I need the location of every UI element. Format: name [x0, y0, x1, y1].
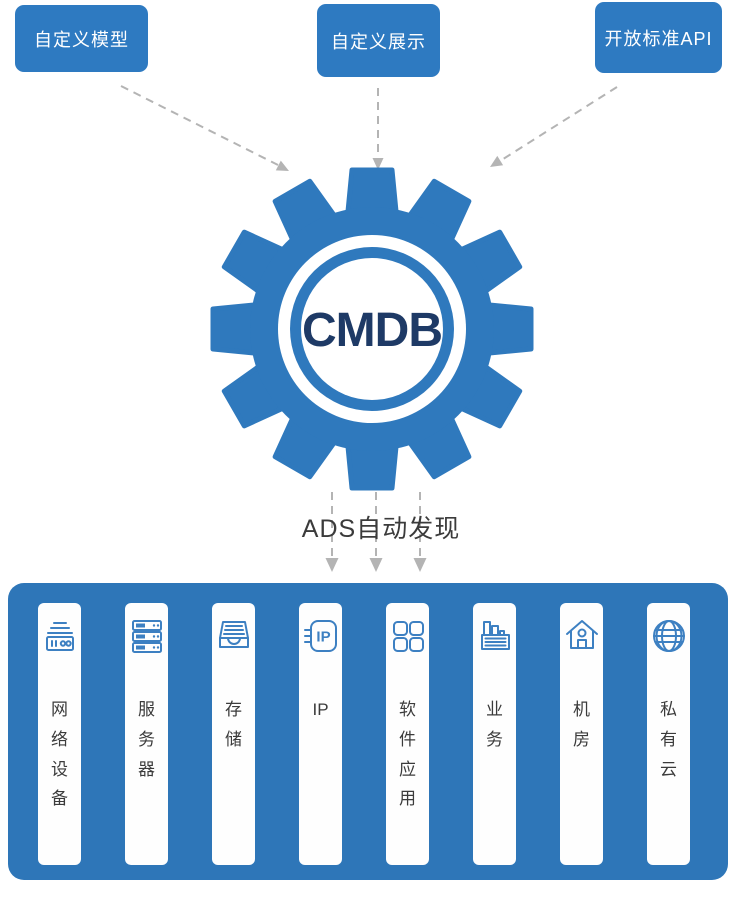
custom-model-box: 自定义模型 — [15, 5, 148, 72]
network-device-icon — [45, 622, 74, 651]
ci-column-network-device: 网络设备 — [38, 603, 81, 865]
custom-display-box: 自定义展示 — [317, 4, 440, 77]
ci-label-machine-room: 机房 — [573, 700, 590, 749]
svg-text:IP: IP — [316, 629, 330, 646]
ci-label-ip: IP — [312, 700, 329, 719]
ci-column-private-cloud: 私有云 — [647, 603, 690, 865]
ip-icon: IP — [303, 620, 337, 652]
cmdb-gear: CMDB — [210, 167, 534, 491]
ci-label-software-app: 软件应用 — [399, 700, 416, 809]
custom-display-label: 自定义展示 — [331, 31, 426, 52]
ci-column-ip: IP IP — [299, 603, 342, 865]
business-icon — [480, 621, 510, 650]
ci-panel: 网络设备 服务器 存储 — [8, 583, 728, 880]
ci-column-business: 业务 — [473, 603, 516, 865]
open-standard-api-label: 开放标准API — [604, 28, 713, 49]
arrow-display-to-cmdb — [372, 88, 384, 170]
storage-icon — [218, 621, 249, 648]
arrow-discovery-center — [369, 492, 383, 572]
ci-column-software-app: 软件应用 — [386, 603, 429, 865]
arrow-discovery-right — [413, 492, 427, 572]
ci-label-server: 服务器 — [138, 700, 155, 779]
open-standard-api-box: 开放标准API — [595, 2, 722, 73]
private-cloud-icon — [652, 620, 685, 652]
ci-column-server: 服务器 — [125, 603, 168, 865]
arrow-discovery-left — [325, 492, 339, 572]
ci-label-business: 业务 — [486, 700, 503, 749]
server-icon — [131, 620, 162, 653]
arrow-api-to-cmdb — [490, 86, 618, 167]
ads-discovery-label: ADS自动发现 — [301, 515, 461, 543]
machine-room-icon — [565, 620, 598, 649]
custom-model-label: 自定义模型 — [34, 29, 129, 50]
cmdb-label: CMDB — [302, 304, 442, 357]
ci-label-storage: 存储 — [225, 700, 242, 749]
ci-label-private-cloud: 私有云 — [660, 700, 677, 779]
ci-label-network-device: 网络设备 — [51, 700, 68, 809]
ci-column-storage: 存储 — [212, 603, 255, 865]
ci-column-machine-room: 机房 — [560, 603, 603, 865]
arrow-model-to-cmdb — [120, 85, 289, 171]
software-app-icon — [392, 621, 424, 652]
